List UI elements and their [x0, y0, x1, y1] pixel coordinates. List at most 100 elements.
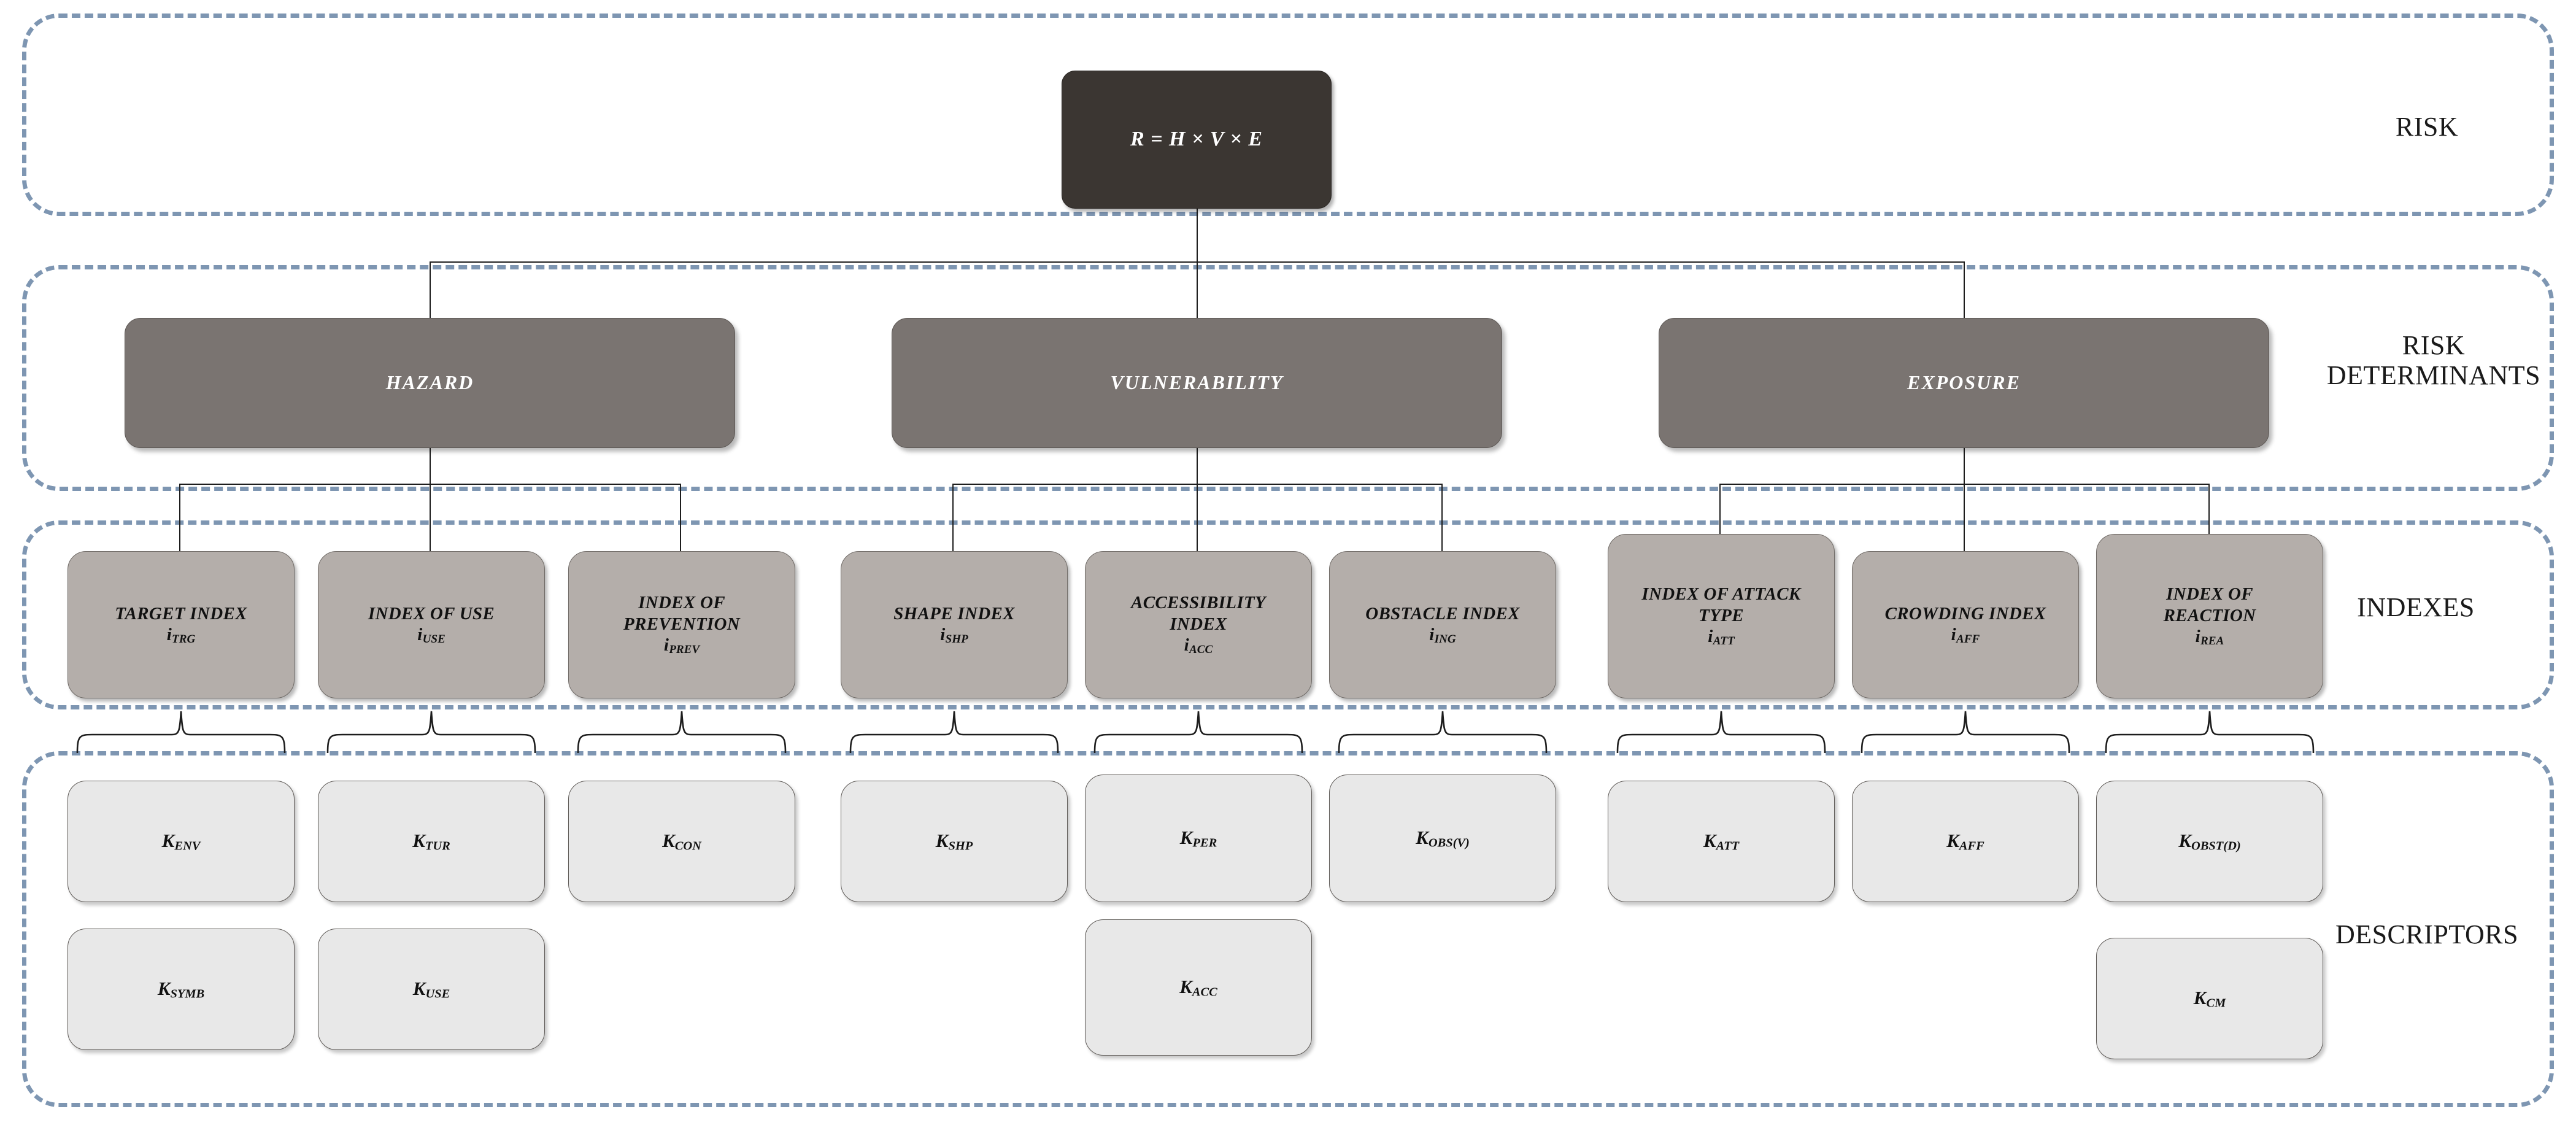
- node-descriptor-k-aff[interactable]: KAFF: [1852, 781, 2079, 902]
- node-descriptor-k-obsv[interactable]: KOBS(V): [1329, 775, 1556, 902]
- descriptor-k-cm-text: KCM: [2193, 986, 2226, 1010]
- connector-exposure-to-crowding: [1964, 484, 1965, 552]
- index-crowding-line1: CROWDING INDEX: [1884, 603, 2046, 624]
- descriptor-k-tur-subscript: TUR: [425, 839, 450, 853]
- connector-hazard-to-use: [430, 484, 431, 552]
- descriptor-k-cm-subscript: CM: [2206, 996, 2226, 1010]
- hazard-label: HAZARD: [385, 371, 474, 394]
- index-crowding-subscript: AFF: [1956, 632, 1980, 646]
- index-attack-line2: TYPE: [1699, 605, 1744, 625]
- node-index-reaction[interactable]: INDEX OF REACTION iREA: [2096, 534, 2323, 698]
- node-index-prevention[interactable]: INDEX OF PREVENTION iPREV: [568, 551, 795, 698]
- node-descriptor-k-per[interactable]: KPER: [1085, 775, 1312, 902]
- band-indexes: [22, 520, 2554, 709]
- descriptor-k-per-text: KPER: [1179, 826, 1217, 850]
- brace-accessibility-index: [1091, 710, 1306, 754]
- index-accessibility-subscript: ACC: [1189, 643, 1213, 657]
- connector-drop-exposure: [1964, 261, 1965, 320]
- index-shape-subscript: SHP: [945, 632, 968, 646]
- index-reaction-line2: REACTION: [2163, 605, 2256, 625]
- descriptor-k-shp-subscript: SHP: [948, 839, 973, 853]
- connector-exposure-to-attack: [1719, 484, 1721, 552]
- node-hazard[interactable]: HAZARD: [125, 318, 735, 448]
- brace-crowding-index: [1858, 710, 2073, 754]
- connector-hazard-stem: [430, 447, 431, 485]
- connector-root-stem: [1197, 207, 1198, 263]
- band-label-risk-determinants: RISK DETERMINANTS: [2326, 330, 2541, 391]
- node-descriptor-k-use[interactable]: KUSE: [318, 929, 545, 1050]
- index-accessibility-line1: ACCESSIBILITY: [1131, 593, 1266, 613]
- descriptor-k-use-text: KUSE: [412, 977, 450, 1001]
- brace-index-of-attack-type: [1614, 710, 1829, 754]
- descriptor-k-obsv-subscript: OBS(V): [1428, 836, 1470, 850]
- brace-target-index: [74, 710, 288, 754]
- index-accessibility-symbol: iACC: [1184, 635, 1213, 657]
- descriptor-k-aff-text: KAFF: [1946, 829, 1984, 853]
- descriptor-k-symb-text: KSYMB: [157, 977, 205, 1001]
- node-descriptor-k-shp[interactable]: KSHP: [841, 781, 1068, 902]
- connector-exposure-stem: [1964, 447, 1965, 485]
- connector-vulnerability-stem: [1197, 447, 1198, 485]
- index-crowding-symbol: iAFF: [1951, 624, 1980, 646]
- descriptor-k-tur-text: KTUR: [412, 829, 450, 853]
- vulnerability-label: VULNERABILITY: [1110, 371, 1284, 394]
- index-attack-symbol: iATT: [1708, 626, 1735, 648]
- band-risk-determinants: [22, 265, 2554, 491]
- exposure-label: EXPOSURE: [1907, 371, 2021, 394]
- index-obstacle-subscript: ING: [1434, 632, 1456, 646]
- connector-vulnerability-to-accessibility: [1197, 484, 1198, 552]
- band-descriptors: [22, 751, 2554, 1107]
- index-obstacle-symbol: iING: [1429, 624, 1456, 646]
- node-descriptor-k-con[interactable]: KCON: [568, 781, 795, 902]
- descriptor-k-obstd-subscript: OBST(D): [2191, 839, 2241, 853]
- node-index-accessibility[interactable]: ACCESSIBILITY INDEX iACC: [1085, 551, 1312, 698]
- node-risk-equation[interactable]: R = H × V × E: [1062, 71, 1332, 209]
- node-index-obstacle[interactable]: OBSTACLE INDEX iING: [1329, 551, 1556, 698]
- connector-hazard-to-prevention: [680, 484, 681, 552]
- node-descriptor-k-obstd[interactable]: KOBST(D): [2096, 781, 2323, 902]
- node-index-use[interactable]: INDEX OF USE iUSE: [318, 551, 545, 698]
- index-target-line1: TARGET INDEX: [115, 603, 247, 624]
- brace-index-of-prevention: [574, 710, 789, 754]
- band-risk: [22, 14, 2554, 216]
- descriptor-k-att-text: KATT: [1703, 829, 1740, 853]
- descriptor-k-obstd-text: KOBST(D): [2178, 829, 2241, 853]
- index-obstacle-line1: OBSTACLE INDEX: [1365, 603, 1520, 624]
- index-reaction-line1: INDEX OF: [2166, 584, 2253, 605]
- connector-exposure-to-reaction: [2208, 484, 2210, 552]
- band-label-risk: RISK: [2395, 112, 2459, 142]
- index-prevention-subscript: PREV: [669, 643, 700, 657]
- node-index-target[interactable]: TARGET INDEX iTRG: [67, 551, 295, 698]
- index-use-symbol: iUSE: [417, 624, 445, 646]
- node-descriptor-k-acc[interactable]: KACC: [1085, 919, 1312, 1056]
- descriptor-k-env-subscript: ENV: [174, 839, 201, 853]
- node-index-shape[interactable]: SHAPE INDEX iSHP: [841, 551, 1068, 698]
- node-descriptor-k-att[interactable]: KATT: [1608, 781, 1835, 902]
- node-exposure[interactable]: EXPOSURE: [1659, 318, 2269, 448]
- index-attack-subscript: ATT: [1713, 635, 1735, 648]
- band-label-descriptors: DESCRIPTORS: [2335, 919, 2519, 949]
- connector-drop-hazard: [430, 261, 431, 320]
- index-shape-symbol: iSHP: [940, 624, 968, 646]
- descriptor-k-symb-subscript: SYMB: [170, 987, 205, 1001]
- descriptor-k-att-subscript: ATT: [1716, 839, 1740, 853]
- descriptor-k-acc-subscript: ACC: [1192, 985, 1217, 999]
- index-prevention-line2: PREVENTION: [623, 614, 740, 634]
- index-attack-line1: INDEX OF ATTACK: [1641, 584, 1801, 605]
- index-shape-line1: SHAPE INDEX: [893, 603, 1015, 624]
- descriptor-k-aff-subscript: AFF: [1959, 839, 1984, 853]
- index-use-line1: INDEX OF USE: [368, 603, 495, 624]
- index-use-subscript: USE: [422, 632, 445, 646]
- node-descriptor-k-tur[interactable]: KTUR: [318, 781, 545, 902]
- node-index-attack-type[interactable]: INDEX OF ATTACK TYPE iATT: [1608, 534, 1835, 698]
- brace-obstacle-index: [1335, 710, 1550, 754]
- node-index-crowding[interactable]: CROWDING INDEX iAFF: [1852, 551, 2079, 698]
- node-descriptor-k-env[interactable]: KENV: [67, 781, 295, 902]
- node-descriptor-k-cm[interactable]: KCM: [2096, 938, 2323, 1059]
- descriptor-k-env-text: KENV: [161, 829, 201, 853]
- risk-equation-text: R = H × V × E: [1130, 128, 1263, 151]
- node-descriptor-k-symb[interactable]: KSYMB: [67, 929, 295, 1050]
- brace-shape-index: [847, 710, 1062, 754]
- node-vulnerability[interactable]: VULNERABILITY: [892, 318, 1502, 448]
